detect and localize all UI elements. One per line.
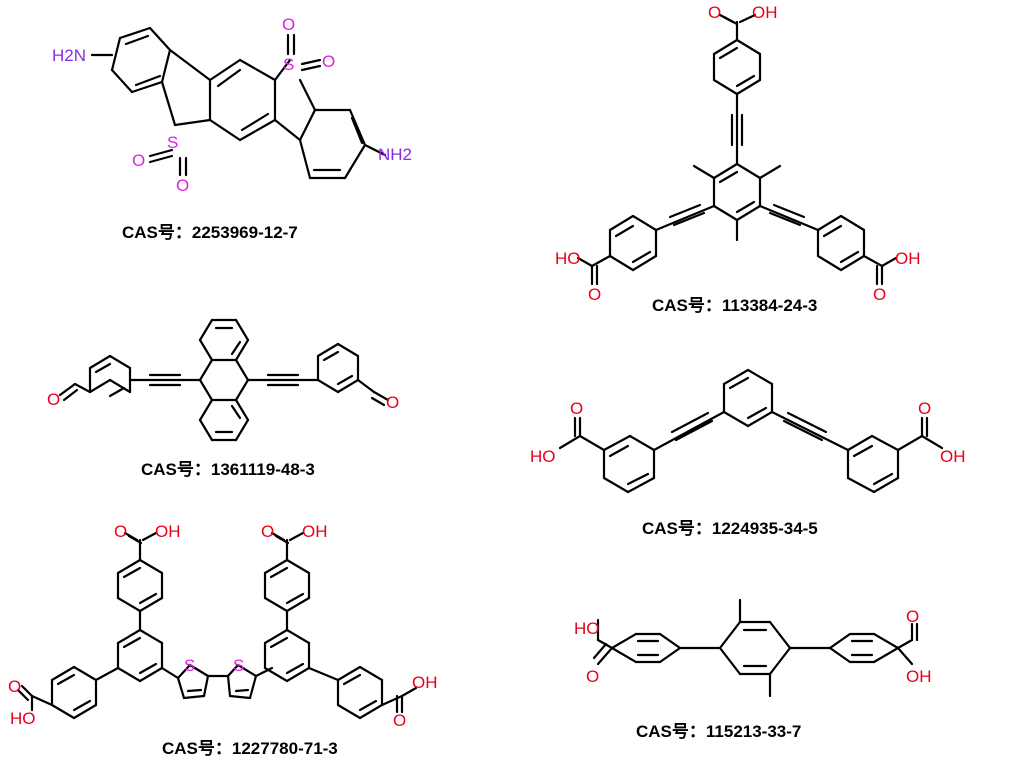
oxygen-label: O	[114, 522, 127, 541]
thiophene-sulfur-label: S	[233, 656, 244, 675]
amine-label-right: NH2	[378, 145, 412, 164]
hydroxyl-label: OH	[940, 447, 966, 466]
sulfur-label-top: S	[283, 55, 294, 74]
oxygen-label: O	[873, 285, 886, 304]
hydroxyl-label: OH	[302, 522, 328, 541]
oxygen-label: O	[386, 393, 399, 412]
hydroxyl-label: OH	[752, 3, 778, 22]
hydroxyl-label: OH	[412, 673, 438, 692]
oxygen-label: O	[918, 399, 931, 418]
hydroxyl-label: OH	[895, 249, 921, 268]
cas-label-c6: CAS号：115213-33-7	[636, 722, 802, 741]
hydroxyl-label: HO	[555, 249, 581, 268]
oxygen-label: O	[708, 3, 721, 22]
bonds-c1	[90, 26, 387, 180]
oxygen-label: O	[176, 176, 189, 195]
cas-label-c1: CAS号：2253969-12-7	[122, 223, 298, 242]
bonds-c6	[592, 598, 919, 698]
cas-label-c4: CAS号：1224935-34-5	[642, 519, 818, 538]
oxygen-label: O	[261, 522, 274, 541]
oxygen-label: O	[282, 15, 295, 34]
cas-label-c2: CAS号：113384-24-3	[652, 296, 818, 315]
oxygen-label: O	[47, 390, 60, 409]
hydroxyl-label: OH	[155, 522, 181, 541]
bonds-c4	[558, 368, 944, 494]
oxygen-label: O	[8, 677, 21, 696]
oxygen-label: O	[570, 399, 583, 418]
cas-label-c3: CAS号：1361119-48-3	[141, 460, 315, 479]
bonds-c5	[16, 531, 418, 720]
hydroxyl-label: HO	[530, 447, 556, 466]
oxygen-label: O	[322, 52, 335, 71]
sulfur-label-bottom: S	[167, 133, 178, 152]
bonds-c2	[576, 13, 898, 286]
cas-label-c5: CAS号：1227780-71-3	[162, 739, 338, 758]
amine-label-left: H2N	[52, 46, 86, 65]
oxygen-label: O	[132, 151, 145, 170]
hydroxyl-label: HO	[574, 619, 600, 638]
oxygen-label: O	[588, 285, 601, 304]
hydroxyl-label: HO	[10, 709, 36, 728]
hydroxyl-label: OH	[906, 667, 932, 686]
oxygen-label: O	[906, 607, 919, 626]
oxygen-label: O	[393, 711, 406, 730]
thiophene-sulfur-label: S	[184, 656, 195, 675]
bonds-c3	[58, 318, 390, 442]
oxygen-label: O	[586, 667, 599, 686]
